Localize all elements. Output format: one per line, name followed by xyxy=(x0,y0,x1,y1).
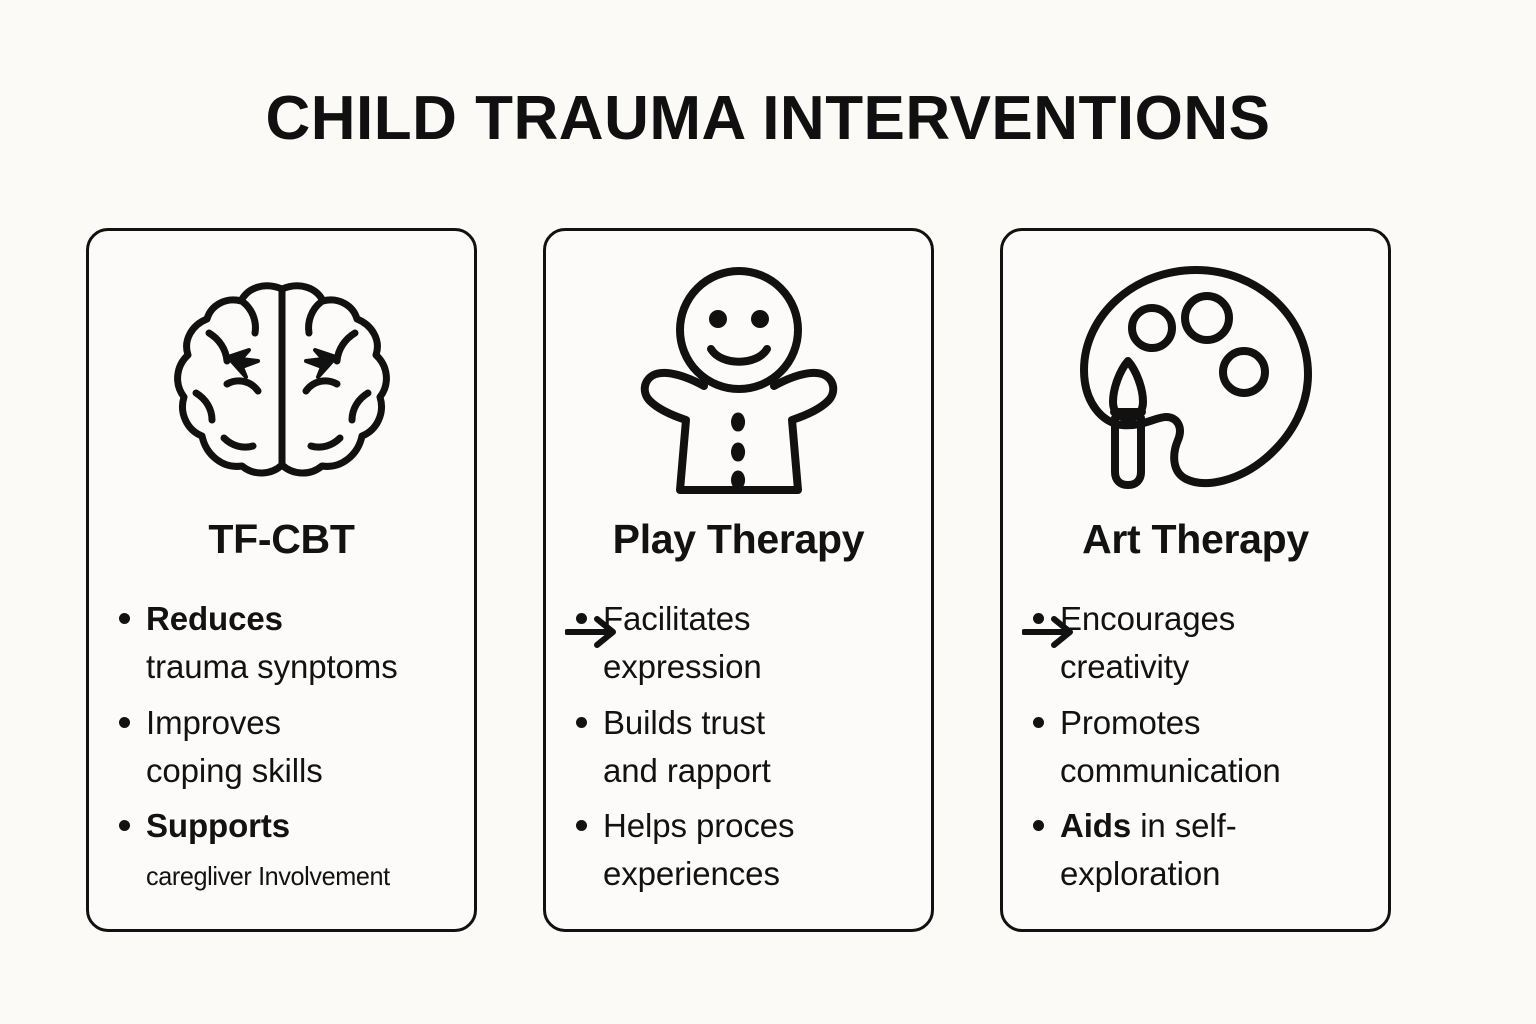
list-item: Improves coping skills xyxy=(119,699,462,795)
bullet-lead: Aids xyxy=(1060,807,1132,845)
bullet-rest: trauma synptoms xyxy=(146,647,398,685)
bullet-text: Supports caregliver Involvement xyxy=(146,802,397,898)
puppet-figure-icon xyxy=(546,253,931,505)
brain-icon xyxy=(89,253,474,505)
list-item: Supports caregliver Involvement xyxy=(119,802,462,898)
bullet-rest: experiences xyxy=(603,855,780,893)
bullet-lead: Supports xyxy=(146,807,291,845)
bullet-text: Encourages creativity xyxy=(1060,595,1235,691)
bullet-lead: Promotes xyxy=(1060,703,1201,741)
bullet-text: Aids in self-exploration xyxy=(1060,802,1376,898)
bullet-text: Reduces trauma synptoms xyxy=(146,595,398,691)
bullet-dot-icon xyxy=(1033,716,1044,728)
card-heading: Play Therapy xyxy=(612,516,865,562)
bullet-lead: Encourages xyxy=(1060,600,1236,637)
bullet-rest: communication xyxy=(1060,751,1281,789)
bullet-lead: Facilitates xyxy=(603,600,751,637)
card-heading: TF-CBT xyxy=(208,516,355,562)
bullet-text: Helps proces experiences xyxy=(603,802,794,898)
bullet-rest: in self-exploration xyxy=(1060,807,1237,893)
bullet-dot-icon xyxy=(576,613,587,624)
list-item: Reduces trauma synptoms xyxy=(119,595,462,691)
bullet-dot-icon xyxy=(119,820,130,832)
bullet-lead: Helps proces xyxy=(603,807,795,845)
bullet-lead: Reduces xyxy=(146,600,283,637)
card-heading: Art Therapy xyxy=(1082,516,1309,562)
bullet-text: Facilitates expression xyxy=(603,595,762,691)
bullet-dot-icon xyxy=(576,716,587,728)
bullet-dot-icon xyxy=(119,716,130,728)
list-item: Helps proces experiences xyxy=(576,802,919,898)
arrow-right-icon-2 xyxy=(1022,614,1078,650)
list-item: Promotes communication xyxy=(1033,699,1376,795)
list-item: Facilitates expression xyxy=(576,595,919,691)
bullet-lead: Improves xyxy=(146,703,281,741)
bullet-dot-icon xyxy=(1033,613,1044,624)
list-item: Encourages creativity xyxy=(1033,595,1376,691)
page-title: CHILD TRAUMA INTERVENTIONS xyxy=(265,84,1271,153)
cards-row: TF-CBT Reduces trauma synptoms Improves co… xyxy=(86,228,1391,932)
arrow-right-icon-1 xyxy=(565,614,621,650)
bullet-rest: expression xyxy=(603,647,762,685)
bullet-dot-icon xyxy=(1033,820,1044,832)
card-art-therapy[interactable]: Art Therapy Encourages creativity Promote… xyxy=(1000,228,1391,932)
bullet-lead: Builds trust xyxy=(603,703,766,741)
bullet-text: Promotes communication xyxy=(1060,699,1281,795)
card-tf-cbt[interactable]: TF-CBT Reduces trauma synptoms Improves co… xyxy=(86,228,477,932)
bullet-list: Reduces trauma synptoms Improves coping sk… xyxy=(119,595,462,906)
bullet-list: Encourages creativity Promotes communicati… xyxy=(1033,595,1376,906)
art-palette-icon xyxy=(1003,253,1388,505)
card-play-therapy[interactable]: Play Therapy Facilitates expression Build… xyxy=(543,228,934,932)
bullet-text: Improves coping skills xyxy=(146,699,323,795)
bullet-rest: creativity xyxy=(1060,647,1190,685)
bullet-rest: caregliver Involvement xyxy=(146,861,390,892)
list-item: Aids in self-exploration xyxy=(1033,802,1376,898)
bullet-text: Builds trust and rapport xyxy=(603,699,771,795)
list-item: Builds trust and rapport xyxy=(576,699,919,795)
bullet-dot-icon xyxy=(119,613,130,624)
bullet-list: Facilitates expression Builds trust and ra… xyxy=(576,595,919,906)
bullet-dot-icon xyxy=(576,820,587,832)
bullet-rest: coping skills xyxy=(146,751,323,789)
bullet-rest: and rapport xyxy=(603,751,771,789)
